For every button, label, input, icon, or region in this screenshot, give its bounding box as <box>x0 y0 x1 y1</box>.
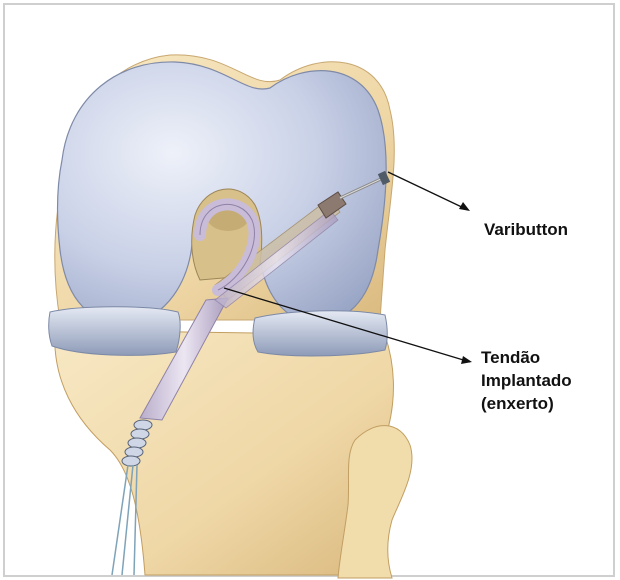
tendao-label-line-2: Implantado <box>481 369 572 392</box>
tendao-label-line-1: Tendão <box>481 346 572 369</box>
vaributton-callout-line <box>388 172 468 210</box>
tendao-callout-arrow <box>461 356 472 364</box>
tibia <box>55 330 394 575</box>
tendao-implantado-label: Tendão Implantado (enxerto) <box>481 346 572 415</box>
lateral-meniscus <box>49 307 180 356</box>
tendao-label-line-3: (enxerto) <box>481 392 572 415</box>
vaributton-label: Vaributton <box>484 218 568 241</box>
vaributton-callout-arrow <box>459 202 470 211</box>
